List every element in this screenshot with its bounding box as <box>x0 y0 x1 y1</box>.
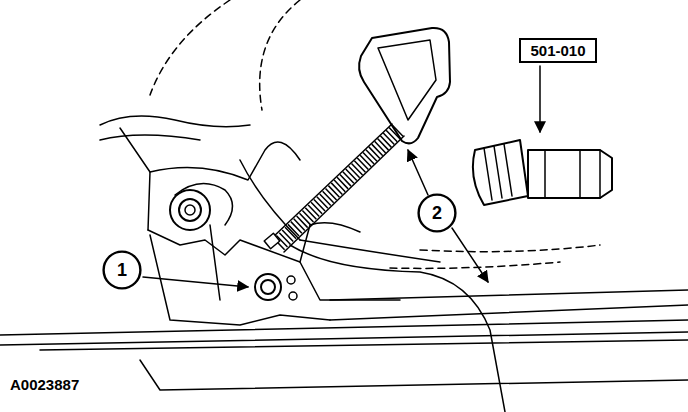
tool-number-box: 501-010 <box>519 38 597 63</box>
callout-circle: 2 <box>417 193 457 233</box>
tool-number: 501-010 <box>530 42 585 59</box>
callout-number: 2 <box>432 203 442 224</box>
callout-circle: 1 <box>102 250 142 290</box>
callout-number: 1 <box>117 260 127 281</box>
figure-number: A0023887 <box>10 376 79 393</box>
